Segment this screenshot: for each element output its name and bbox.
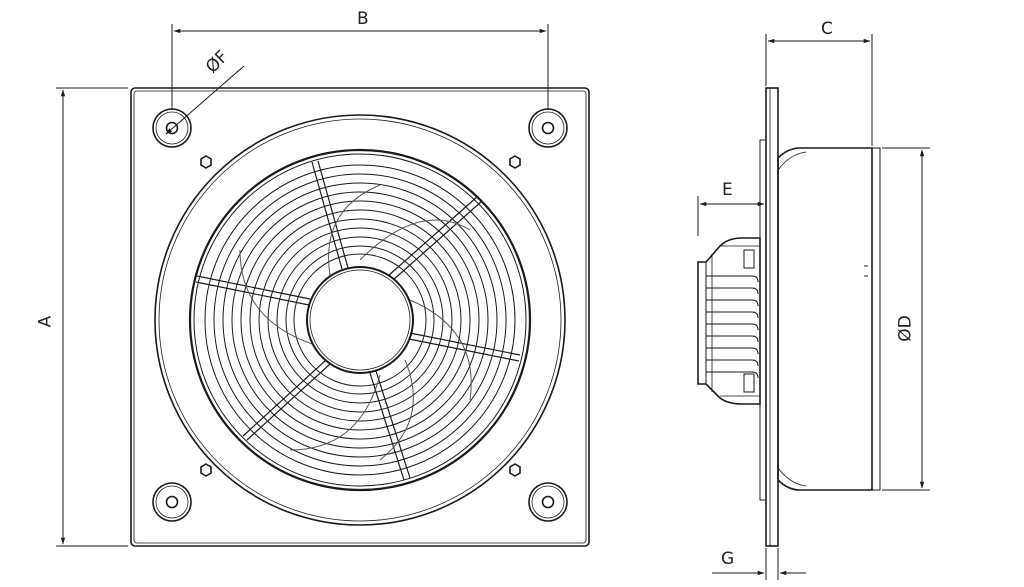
side-dimensions [697, 34, 930, 580]
impeller-blades [239, 184, 472, 461]
guard-grille [204, 164, 516, 476]
dimension-b-label: B [357, 9, 369, 29]
guard-spokes [195, 160, 521, 481]
hex-nut-bottom-left [200, 463, 212, 477]
mounting-hole-top-right [528, 108, 568, 148]
mounting-hole-top-left [152, 108, 192, 148]
housing-cylinder [777, 147, 873, 491]
front-dimensions [56, 24, 549, 547]
mounting-hole-bottom-right [528, 482, 568, 522]
dimension-c-label: C [821, 19, 833, 39]
dimension-d-label: ØD [895, 315, 916, 342]
venturi-ring-inner [188, 148, 532, 492]
front-view [130, 87, 590, 547]
side-view [697, 87, 881, 547]
mounting-plate [130, 87, 590, 547]
venturi-ring-outer [154, 114, 566, 526]
hex-nut-bottom-right [509, 463, 521, 477]
dimension-f-leader [165, 65, 245, 135]
dimension-g-label: G [721, 549, 735, 569]
side-plate [765, 87, 779, 547]
hex-nut-top-right [509, 155, 521, 169]
hex-nut-top-left [200, 155, 212, 169]
motor-body [697, 237, 761, 405]
motor-hub [306, 266, 414, 374]
dimension-e-label: E [722, 180, 733, 200]
dimension-a-label: A [35, 315, 56, 328]
mounting-hole-bottom-left [152, 482, 192, 522]
